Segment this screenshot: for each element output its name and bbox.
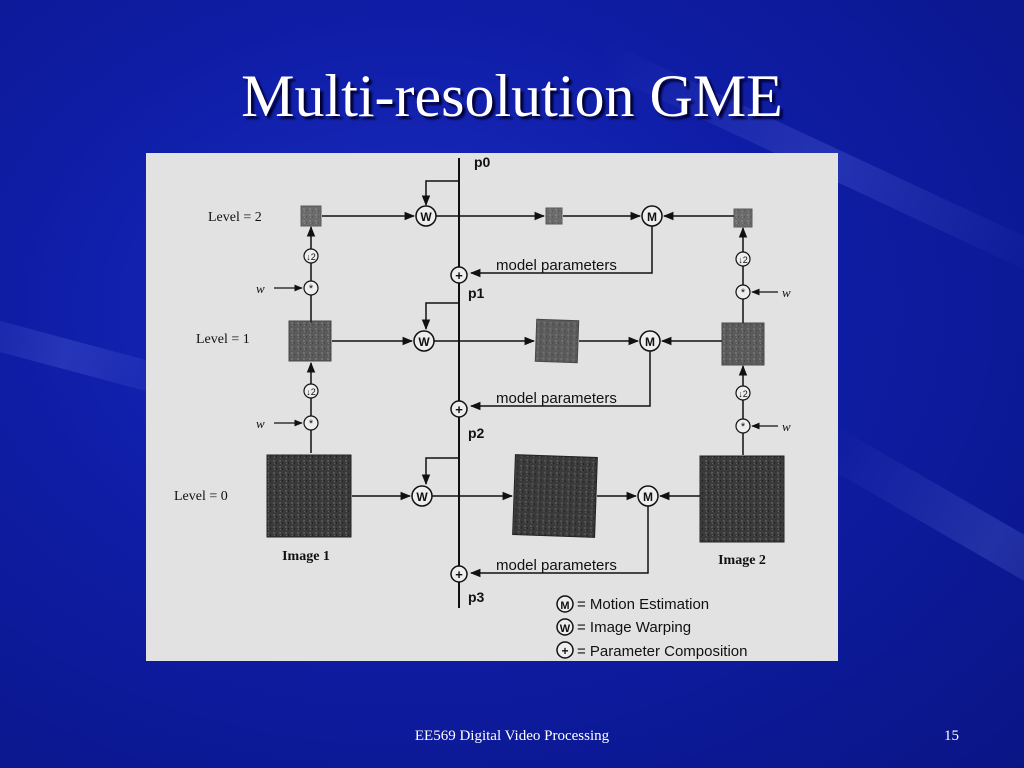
- svg-text:↓2: ↓2: [306, 252, 316, 262]
- svg-text:w: w: [256, 281, 265, 296]
- svg-text:w: w: [256, 416, 265, 431]
- param-label-p1: p1: [468, 285, 485, 301]
- diagram-svg: p0 p1 p2 p3 Level = 2 W M model paramete…: [174, 154, 791, 660]
- image2-label: Image 2: [718, 553, 766, 568]
- svg-text:+: +: [455, 268, 463, 283]
- svg-text:*: *: [309, 418, 314, 430]
- image1-level2: [300, 205, 322, 227]
- image2-level0: [699, 455, 785, 543]
- svg-text:+: +: [561, 644, 568, 658]
- model-parameters-label-level1: model parameters: [496, 390, 617, 407]
- slide-title: Multi-resolution GME: [241, 63, 783, 129]
- svg-text:W: W: [560, 623, 571, 635]
- param-label-p0: p0: [474, 154, 491, 170]
- svg-text:w: w: [782, 419, 791, 434]
- model-parameters-label-level2: model parameters: [496, 257, 617, 274]
- warped-level2: [545, 207, 563, 225]
- svg-text:↓2: ↓2: [738, 389, 748, 399]
- composition-node-p1: [450, 266, 468, 284]
- svg-text:W: W: [420, 210, 432, 224]
- warped-level1: [534, 318, 580, 364]
- legend: M = Motion Estimation W = Image Warping …: [556, 595, 748, 660]
- svg-text:w: w: [782, 285, 791, 300]
- composition-node-p3: [450, 565, 468, 583]
- image1-label: Image 1: [282, 549, 330, 564]
- param-label-p2: p2: [468, 425, 485, 441]
- composition-node-p2: [450, 400, 468, 418]
- level-label-0: Level = 0: [174, 489, 228, 504]
- background-streak: [810, 422, 1024, 658]
- image1-level1: [288, 320, 332, 362]
- svg-text:*: *: [741, 421, 746, 433]
- filter-node: [303, 280, 319, 296]
- svg-text:W: W: [418, 335, 430, 349]
- svg-text:M: M: [560, 600, 569, 612]
- legend-motion-estimation: = Motion Estimation: [577, 596, 709, 613]
- svg-text:+: +: [455, 567, 463, 582]
- legend-parameter-composition: = Parameter Composition: [577, 643, 748, 660]
- svg-text:M: M: [643, 490, 653, 504]
- image2-level2: [733, 208, 753, 228]
- svg-text:↓2: ↓2: [306, 387, 316, 397]
- model-parameters-label-level0: model parameters: [496, 557, 617, 574]
- svg-text:*: *: [741, 287, 746, 299]
- filter-node: [735, 284, 751, 300]
- svg-text:W: W: [416, 490, 428, 504]
- downsample-node: [735, 385, 751, 401]
- image1-level0: [266, 454, 352, 538]
- downsample-node: [303, 383, 319, 399]
- legend-image-warping: = Image Warping: [577, 619, 691, 636]
- slide-footer: EE569 Digital Video Processing: [414, 728, 610, 744]
- svg-text:+: +: [455, 402, 463, 417]
- svg-text:↓2: ↓2: [738, 255, 748, 265]
- downsample-node: [303, 248, 319, 264]
- filter-node: [735, 418, 751, 434]
- param-label-p3: p3: [468, 589, 485, 605]
- warped-level0: [512, 454, 598, 538]
- page-number: 15: [944, 728, 959, 744]
- downsample-node: [735, 251, 751, 267]
- gme-diagram: p0 p1 p2 p3 Level = 2 W M model paramete…: [146, 153, 838, 661]
- filter-node: [303, 415, 319, 431]
- level-label-2: Level = 2: [208, 210, 262, 225]
- level-label-1: Level = 1: [196, 332, 250, 347]
- svg-text:*: *: [309, 283, 314, 295]
- image2-level1: [721, 322, 765, 366]
- svg-text:M: M: [647, 210, 657, 224]
- svg-text:M: M: [645, 335, 655, 349]
